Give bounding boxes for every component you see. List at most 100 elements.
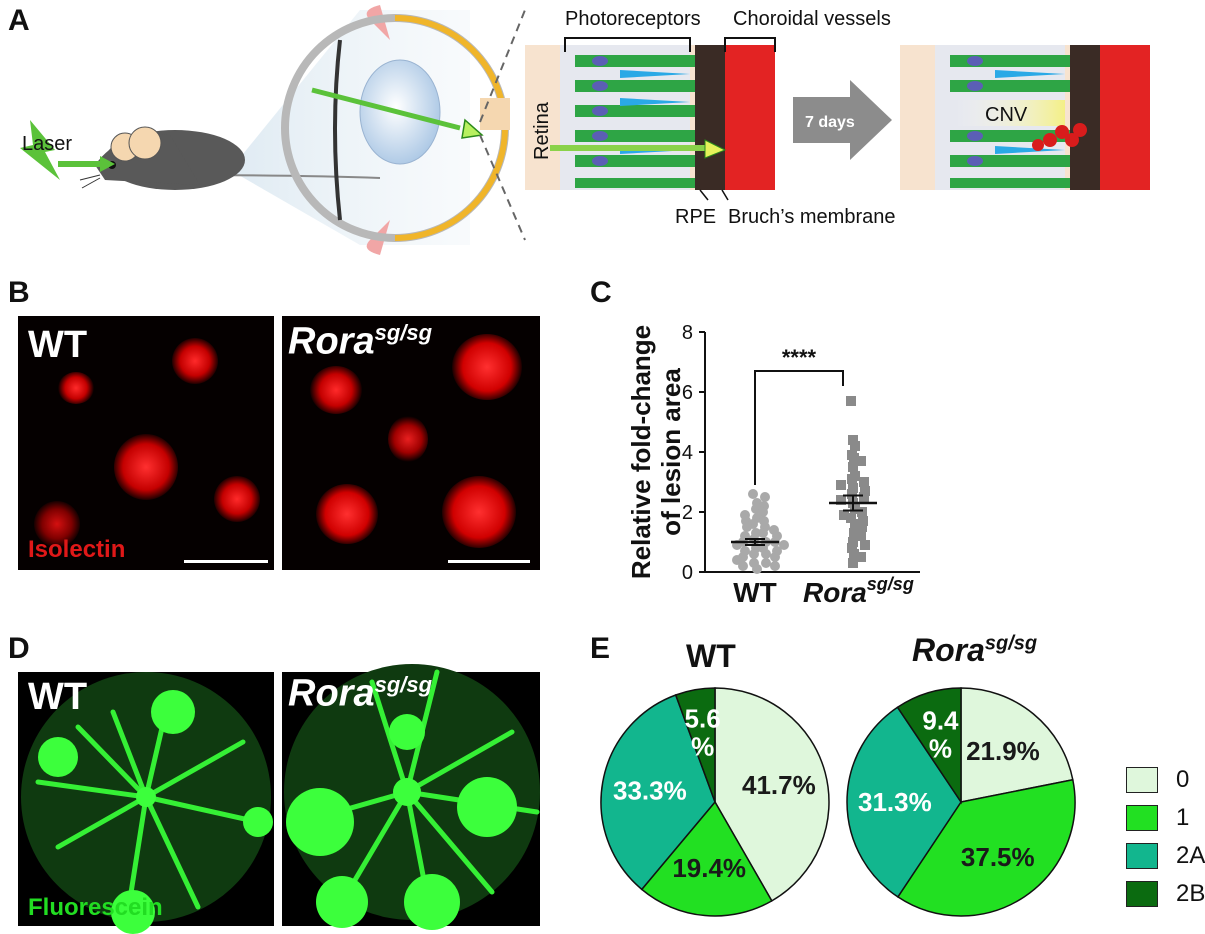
data-point-rora <box>849 453 859 463</box>
data-point-rora <box>848 483 858 493</box>
data-point-wt <box>770 552 780 562</box>
photoreceptors-label: Photoreceptors <box>565 8 701 30</box>
rora-label: Rorasg/sg <box>288 320 433 363</box>
data-point-rora <box>847 474 857 484</box>
legend-swatch-2b <box>1126 881 1158 907</box>
pie-label-rora-0: 21.9% <box>966 736 1040 766</box>
bruchs-membrane-label: Bruch’s membrane <box>728 206 895 228</box>
data-point-rora <box>850 504 860 514</box>
laser-label: Laser <box>22 133 72 155</box>
seven-days-arrow <box>793 80 892 160</box>
pie-slice-rora-2a <box>846 706 962 898</box>
data-point-rora <box>860 486 870 496</box>
pie-chart-wt: 41.7%19.4%33.3%5.6% <box>600 687 830 917</box>
pie-slice-rora-2b <box>896 687 962 805</box>
data-point-wt <box>752 564 762 574</box>
data-point-wt <box>761 549 771 559</box>
micrograph-isolectin-wt: WT Isolectin <box>18 316 274 570</box>
data-point-rora <box>847 489 857 499</box>
legend-label-2b: 2B <box>1176 880 1205 907</box>
wt-label: WT <box>28 324 88 366</box>
laser-cnv-schematic: Laser <box>20 5 1150 255</box>
data-point-wt <box>761 558 771 568</box>
legend-label-1: 1 <box>1176 804 1190 831</box>
data-point-wt <box>770 561 780 571</box>
data-point-rora <box>858 516 868 526</box>
data-point-wt <box>742 522 752 532</box>
data-point-wt <box>760 492 770 502</box>
data-point-rora <box>856 456 866 466</box>
micrograph-isolectin-rora: Rorasg/sg <box>282 316 540 570</box>
legend-item-2b: 2B <box>1126 880 1205 908</box>
micrograph-fluorescein-rora: Rorasg/sg <box>282 664 540 930</box>
data-point-rora <box>836 495 846 505</box>
panel-letter-b: B <box>8 276 30 309</box>
pie-slice-wt-2a <box>600 694 716 891</box>
y-tick-label: 8 <box>682 322 693 344</box>
cnv-label: CNV <box>985 104 1028 126</box>
data-point-wt <box>748 489 758 499</box>
x-category-label: Rorasg/sg <box>803 574 914 608</box>
data-point-rora <box>859 492 869 502</box>
pie-label-rora-2a: 31.3% <box>858 787 932 817</box>
data-point-rora <box>848 462 858 472</box>
data-point-rora <box>836 480 846 490</box>
data-point-wt <box>738 561 748 571</box>
panel-letter-d: D <box>8 632 30 665</box>
pie-label-rora-1: 37.5% <box>961 842 1035 872</box>
lightning-icon <box>20 120 60 180</box>
data-point-wt <box>758 528 768 538</box>
legend-item-1: 1 <box>1126 804 1189 832</box>
retina-label: Retina <box>531 101 553 160</box>
significance-label: **** <box>782 345 817 370</box>
legend-label-2a: 2A <box>1176 842 1205 869</box>
fluorescein-vessels-wt <box>21 672 273 934</box>
data-point-rora <box>859 477 869 487</box>
data-point-wt <box>779 540 789 550</box>
wt-label: WT <box>28 676 88 718</box>
choroidal-vessels-label: Choroidal vessels <box>733 8 891 30</box>
data-point-rora <box>839 510 849 520</box>
y-axis-label-line1: Relative fold-change <box>626 325 656 579</box>
data-point-rora <box>848 537 858 547</box>
fluorescein-vessels-rora <box>284 664 540 930</box>
scale-bar <box>184 560 268 563</box>
data-point-rora <box>846 396 856 406</box>
data-point-rora <box>848 558 858 568</box>
pie-label-wt-1: 19.4% <box>672 853 746 883</box>
data-point-rora <box>846 513 856 523</box>
data-point-rora <box>856 531 866 541</box>
pie-slice-rora-0 <box>960 687 1074 803</box>
pie-label-rora-2b: 9.4% <box>922 705 959 763</box>
seven-days-label: 7 days <box>805 114 855 131</box>
mouse-illustration <box>79 126 381 190</box>
legend-swatch-0 <box>1126 767 1158 793</box>
significance-bracket <box>754 370 844 485</box>
pie-slice-wt-1 <box>640 800 773 917</box>
y-axis-label-line2: of lesion area <box>656 368 686 536</box>
x-category-label: WT <box>733 577 777 608</box>
panel-letter-e: E <box>590 632 611 665</box>
data-point-wt <box>749 549 759 559</box>
y-tick-label: 4 <box>682 442 693 464</box>
y-tick-label: 6 <box>682 382 693 404</box>
legend-item-2a: 2A <box>1126 842 1205 870</box>
y-tick-label: 0 <box>682 562 693 584</box>
legend-swatch-1 <box>1126 805 1158 831</box>
pie-label-wt-2b: 5.6% <box>685 703 721 761</box>
pie-slice-rora-1 <box>896 778 1076 917</box>
micrograph-fluorescein-wt: WT Fluorescein <box>18 672 274 934</box>
data-point-rora <box>849 549 859 559</box>
rora-label: Rorasg/sg <box>288 672 433 715</box>
panel-letter-c: C <box>590 276 612 309</box>
data-point-rora <box>848 435 858 445</box>
pie-chart-rora: 21.9% 37.5% 31.3% 9.4% <box>846 687 1076 917</box>
retina-section-after <box>900 45 1150 190</box>
data-point-rora <box>849 528 859 538</box>
pie-label-wt-0: 41.7% <box>742 770 816 800</box>
eye-illustration <box>281 5 510 255</box>
scale-bar <box>448 560 530 563</box>
fluorescein-label: Fluorescein <box>28 894 163 921</box>
burn-spot <box>461 118 484 139</box>
pie-title-wt: WT <box>686 638 736 674</box>
